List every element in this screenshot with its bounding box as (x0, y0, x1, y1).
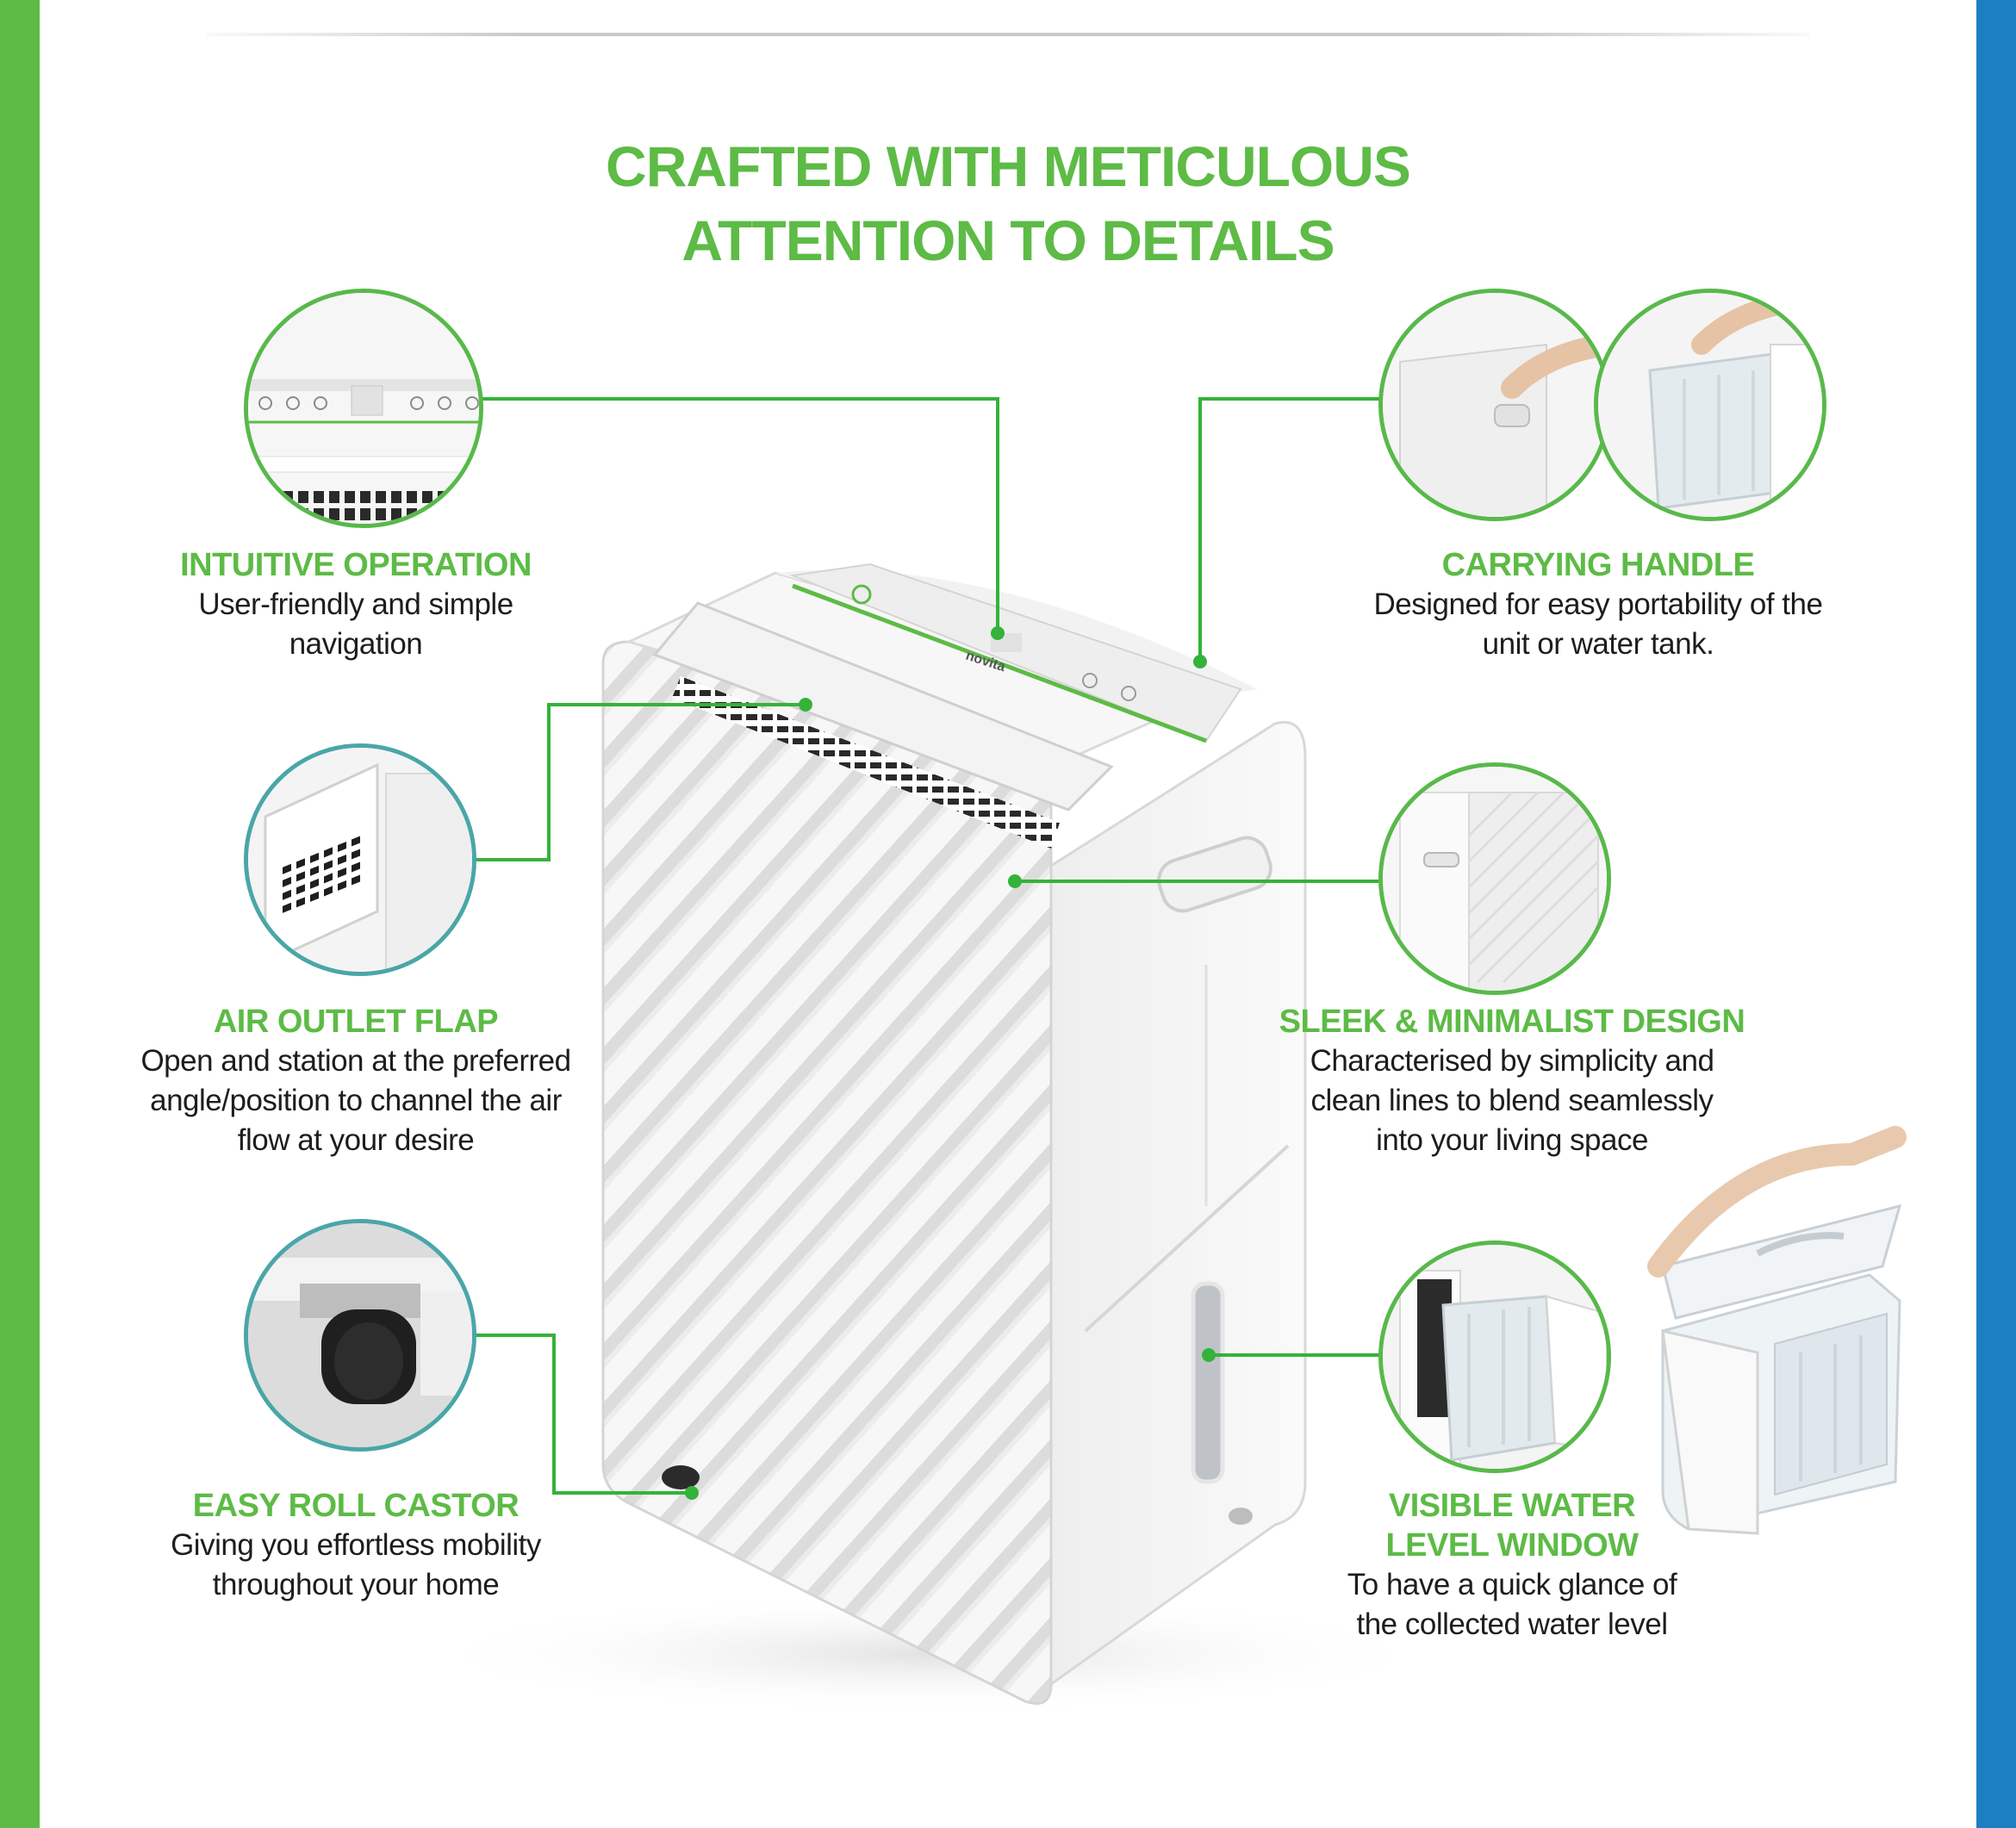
control-panel (789, 563, 1242, 743)
feature-title: SLEEK & MINIMALIST DESIGN (1279, 1004, 1745, 1040)
feature-easy-roll-castor: EASY ROLL CASTOR Giving you effortless m… (115, 1486, 597, 1605)
feature-water-level-window: VISIBLE WATER LEVEL WINDOW To have a qui… (1271, 1486, 1753, 1645)
feature-description-line: clean lines to blend seamlessly (1310, 1084, 1714, 1117)
feature-description-line: throughout your home (212, 1568, 500, 1601)
feature-description-line: flow at your desire (237, 1123, 475, 1157)
power-button-icon (851, 584, 872, 605)
connector-air-outlet-flap (472, 703, 806, 861)
feature-description-line: To have a quick glance of (1347, 1568, 1677, 1601)
water-level-window-detail-image (1378, 1240, 1611, 1473)
tank-seam (1084, 1144, 1290, 1333)
feature-description-line: into your living space (1376, 1123, 1648, 1157)
feature-description-line: Designed for easy portability of the (1373, 588, 1823, 621)
feature-description-line: Open and station at the preferred (140, 1044, 571, 1078)
air-outlet-flap (652, 601, 1114, 811)
left-accent-bar (0, 0, 40, 1828)
feature-description-line: User-friendly and simple (198, 588, 513, 621)
feature-air-outlet-flap: AIR OUTLET FLAP Open and station at the … (115, 1002, 597, 1160)
right-accent-bar (1976, 0, 2016, 1828)
feature-intuitive-operation: INTUITIVE OPERATION User-friendly and si… (115, 545, 597, 664)
easy-roll-castor-detail-image (244, 1219, 476, 1452)
carrying-handle-detail-image-2 (1594, 289, 1826, 521)
feature-description-line: Characterised by simplicity and (1310, 1044, 1714, 1078)
top-divider (207, 33, 1809, 36)
feature-title: INTUITIVE OPERATION (180, 547, 532, 583)
page-title: CRAFTED WITH METICULOUS ATTENTION TO DET… (405, 129, 1611, 277)
carrying-handle-detail-image-1 (1378, 289, 1611, 521)
panel-accent-line (792, 583, 1207, 743)
page-title-line-2: ATTENTION TO DETAILS (681, 208, 1335, 272)
feature-description-line: unit or water tank. (1482, 627, 1714, 661)
water-level-window (1191, 1281, 1225, 1484)
brand-logo: novita (964, 649, 1007, 675)
feature-title: VISIBLE WATER (1388, 1488, 1636, 1524)
feature-carrying-handle: CARRYING HANDLE Designed for easy portab… (1357, 545, 1839, 664)
unit-side-panel (1049, 721, 1307, 1687)
air-outlet-flap-detail-image (244, 743, 476, 976)
removed-water-tank (1647, 1126, 1907, 1535)
feature-description-line: navigation (289, 627, 423, 661)
callout-dots (685, 626, 1216, 1500)
side-handle (1157, 836, 1272, 913)
feature-description-line: Giving you effortless mobility (171, 1528, 541, 1562)
page-title-line-1: CRAFTED WITH METICULOUS (606, 134, 1411, 198)
feature-sleek-design: SLEEK & MINIMALIST DESIGN Characterised … (1271, 1002, 1753, 1160)
intuitive-operation-detail-image (244, 289, 483, 528)
feature-description-line: angle/position to channel the air (150, 1084, 562, 1117)
ribbed-front-panel (601, 640, 1053, 1705)
air-outlet-grille (672, 676, 1060, 849)
tank-lid (1661, 1203, 1902, 1320)
feature-title: LEVEL WINDOW (1385, 1527, 1639, 1564)
feature-title: CARRYING HANDLE (1441, 547, 1755, 583)
feature-title: EASY ROLL CASTOR (192, 1488, 520, 1524)
unit-top (625, 571, 1210, 768)
feature-description-line: the collected water level (1356, 1607, 1668, 1641)
callout-connectors (472, 397, 1396, 1495)
connector-easy-roll-castor (472, 1334, 692, 1495)
sleek-design-detail-image (1378, 762, 1611, 995)
feature-title: AIR OUTLET FLAP (213, 1004, 499, 1040)
castor-wheel (662, 1465, 700, 1489)
